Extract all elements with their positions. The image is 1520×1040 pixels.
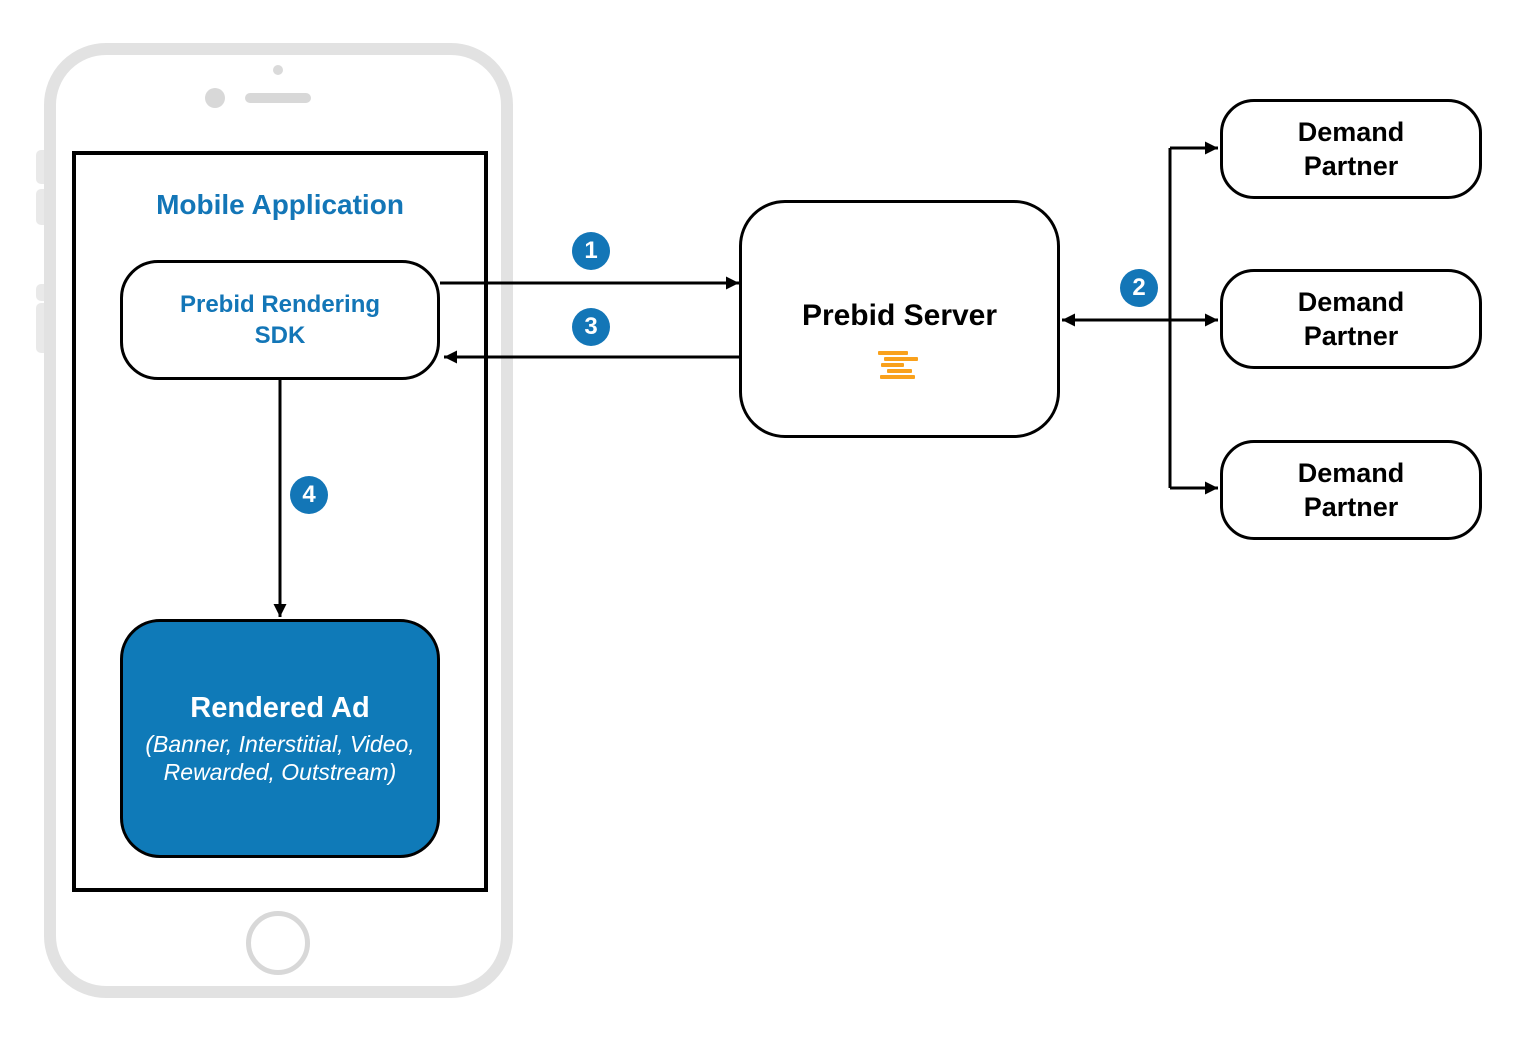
phone-home-button xyxy=(246,911,310,975)
prebid-server-title: Prebid Server xyxy=(801,299,998,332)
mobile-application-title: Mobile Application xyxy=(156,189,404,220)
demand-partner-box-2: Demand Partner xyxy=(1220,269,1482,369)
sdk-label-line2: SDK xyxy=(254,322,306,349)
demand-partner-3-line1: Demand xyxy=(1297,458,1405,488)
step-badge-3: 3 xyxy=(572,308,610,346)
sdk-label-line1: Prebid Rendering xyxy=(179,291,381,318)
step-badge-1: 1 xyxy=(572,232,610,270)
rendered-ad-title: Rendered Ad xyxy=(190,691,370,724)
demand-partner-2-line2: Partner xyxy=(1303,321,1399,351)
demand-partner-box-1: Demand Partner xyxy=(1220,99,1482,199)
demand-partner-1-line2: Partner xyxy=(1303,151,1399,181)
demand-partner-2-line1: Demand xyxy=(1297,287,1405,317)
phone-camera-icon xyxy=(273,65,283,75)
prebid-logo-icon xyxy=(877,351,922,379)
phone-earpiece-dot-icon xyxy=(205,88,225,108)
rendered-ad-subtitle: (Banner, Interstitial, Video, Rewarded, … xyxy=(145,730,415,785)
demand-partner-1-line1: Demand xyxy=(1297,117,1405,147)
prebid-server-box: Prebid Server xyxy=(739,200,1060,438)
step-badge-4: 4 xyxy=(290,476,328,514)
phone-speaker-icon xyxy=(245,93,311,103)
prebid-rendering-sdk-box: Prebid Rendering SDK xyxy=(120,260,440,380)
demand-partner-box-3: Demand Partner xyxy=(1220,440,1482,540)
step-badge-2: 2 xyxy=(1120,269,1158,307)
demand-partner-3-line2: Partner xyxy=(1303,492,1399,522)
rendered-ad-box: Rendered Ad (Banner, Interstitial, Video… xyxy=(120,619,440,858)
